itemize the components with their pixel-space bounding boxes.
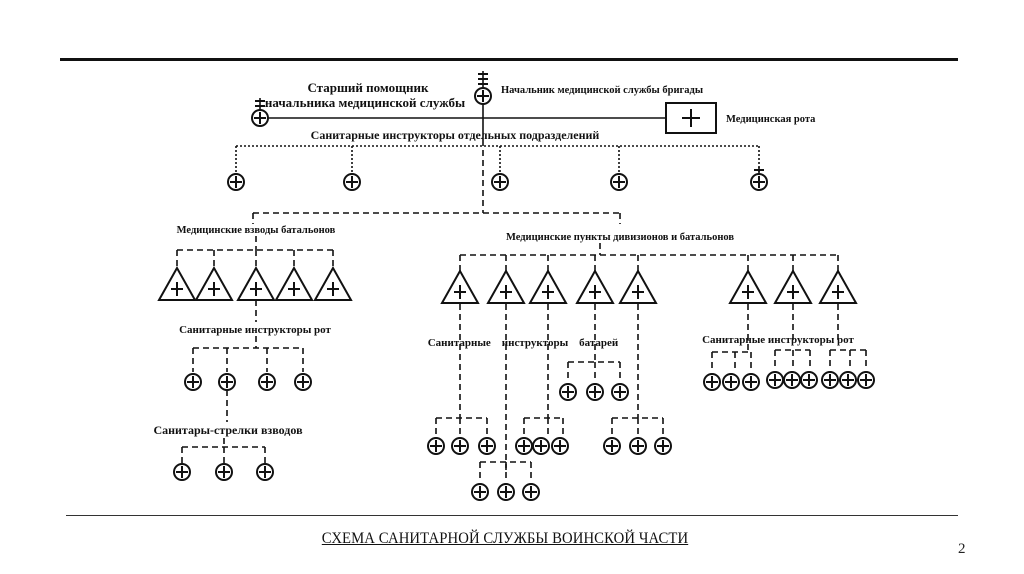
medic-circle-plus-icon [478,437,496,455]
medic-circle-plus-icon [611,383,629,401]
medic-circle-plus-icon [742,373,760,391]
medic-circle-plus-icon [218,373,236,391]
medic-circle-plus-icon [783,371,801,389]
medic-circle-plus-icon [800,371,818,389]
medic-circle-plus-icon [559,383,577,401]
medical-triangle-plus-icon [818,268,858,304]
medical-triangle-plus-icon [236,265,276,301]
medic-circle-plus-icon [258,373,276,391]
label-separate-instructors: Санитарные инструкторы отдельных подразд… [311,128,600,142]
medical-triangle-plus-icon [486,268,526,304]
page-number: 2 [958,541,966,557]
medical-company-box-icon [665,102,717,134]
medic-circle-plus-icon [251,98,269,127]
medical-triangle-plus-icon [313,265,353,301]
medical-triangle-plus-icon [274,265,314,301]
medic-circle-plus-icon [184,373,202,391]
medic-circle-plus-icon [343,173,361,191]
medical-triangle-plus-icon [618,268,658,304]
medic-circle-plus-icon [427,437,445,455]
top-rule [60,58,958,61]
nodes [157,71,875,501]
medic-circle-plus-icon [215,463,233,481]
medical-triangle-plus-icon [157,265,197,301]
medical-triangle-plus-icon [194,265,234,301]
label-chief: Начальник медицинской службы бригады [501,85,703,96]
medic-circle-plus-icon [256,463,274,481]
label-division-points: Медицинские пункты дивизионов и батальон… [506,232,734,243]
medical-triangle-plus-icon [575,268,615,304]
medic-circle-plus-icon [766,371,784,389]
medic-circle-plus-icon [654,437,672,455]
medic-circle-plus-icon [471,483,489,501]
medic-circle-plus-icon [551,437,569,455]
medic-circle-plus-icon [532,437,550,455]
bottom-rule [66,515,958,516]
medic-circle-plus-icon [491,173,509,191]
medic-circle-plus-icon [586,383,604,401]
connector-lines [176,103,867,482]
medic-circle-plus-icon [839,371,857,389]
label-rifle-orderlies: Санитары-стрелки взводов [153,423,303,437]
label-battalion-platoons: Медицинские взводы батальонов [177,225,336,236]
label-company-instructors-left: Санитарные инструкторы рот [179,324,331,336]
medic-circle-plus-icon [610,173,628,191]
medic-circle-plus-icon [857,371,875,389]
medic-circle-plus-icon [722,373,740,391]
medical-triangle-plus-icon [528,268,568,304]
slide-title: СХЕМА САНИТАРНОЙ СЛУЖБЫ ВОИНСКОЙ ЧАСТИ [321,530,689,547]
medic-circle-plus-icon [821,371,839,389]
label-battery-instructors: Санитарные инструкторы батарей [428,337,619,349]
medic-circle-plus-icon [294,373,312,391]
medical-triangle-plus-icon [773,268,813,304]
medic-circle-plus-icon [227,173,245,191]
medic-circle-plus-icon [629,437,647,455]
medical-triangle-plus-icon [440,268,480,304]
medic-circle-plus-icon [451,437,469,455]
medic-circle-plus-icon [474,71,492,105]
medic-circle-plus-icon [497,483,515,501]
label-company-instructors-right: Санитарные инструкторы рот [702,334,854,346]
label-senior-assistant-1: Старший помощник [307,80,429,95]
medic-circle-plus-icon [603,437,621,455]
medical-triangle-plus-icon [728,268,768,304]
medic-circle-plus-icon [173,463,191,481]
medic-circle-plus-icon [703,373,721,391]
medic-circle-plus-icon [515,437,533,455]
medic-circle-plus-icon [750,167,768,191]
medic-circle-plus-icon [522,483,540,501]
label-senior-assistant-2: начальника медицинской службы [265,95,465,110]
label-medical-company: Медицинская рота [726,114,816,125]
